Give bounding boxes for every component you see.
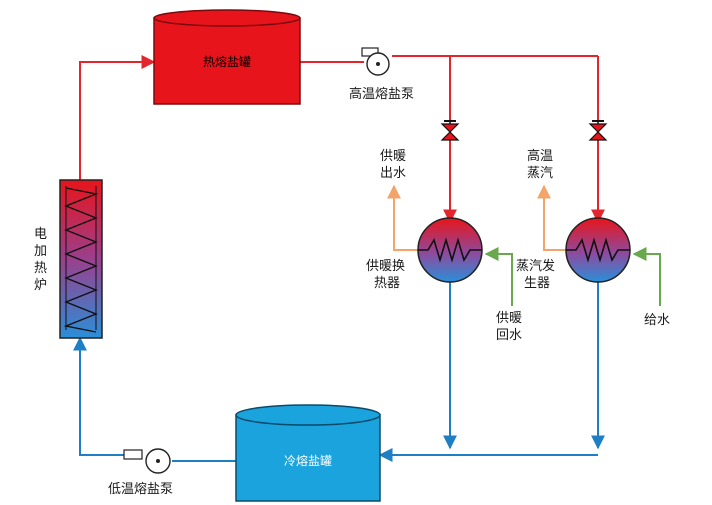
high-temp-pump (361, 47, 390, 76)
heating-branch-valve-icon (440, 120, 460, 141)
hot-salt-pipes (79, 55, 605, 224)
heater-label-line-3: 热 (34, 261, 47, 276)
return-water-pipes (484, 247, 661, 306)
hot-water-pipes (387, 184, 566, 251)
heating-heat-exchanger (417, 217, 483, 283)
steam-branch-valve-icon (588, 120, 608, 141)
cold-salt-tank: 冷熔盐罐 (235, 404, 381, 502)
feed-water-label: 给水 (644, 313, 670, 328)
high-temp-pump-label: 高温熔盐泵 (349, 86, 414, 102)
heater-label-line-1: 电 (34, 227, 47, 242)
steam-out-pipe (537, 184, 566, 251)
steam-generator-label-2: 生器 (524, 276, 550, 291)
heating-exchanger-coil-icon (418, 237, 482, 263)
heating-out-label-1: 供暖 (380, 149, 406, 164)
cold-salt-pipes (73, 278, 605, 462)
heating-return-label-1: 供暖 (496, 311, 522, 326)
heating-return-pipe (484, 247, 513, 306)
steam-generator (565, 217, 631, 283)
heating-exchanger-label: 供暖换 热器 (366, 259, 409, 291)
feed-water-pipe (632, 247, 661, 306)
heating-exchanger-label-2: 热器 (374, 276, 400, 291)
heating-return-label: 供暖 回水 (496, 311, 526, 343)
heater-label-line-2: 加 (34, 244, 47, 259)
heating-out-label-2: 出水 (380, 166, 406, 181)
cold-tank-label: 冷熔盐罐 (284, 453, 332, 468)
electric-heater-label: 电 加 热 炉 (34, 227, 51, 293)
steam-generator-label-1: 蒸汽发 (516, 258, 555, 274)
steam-out-label-1: 高温 (527, 148, 553, 164)
heating-out-pipe (387, 184, 418, 251)
steam-generator-label: 蒸汽发 生器 (516, 258, 559, 291)
heater-coil-icon (63, 187, 99, 333)
steam-out-label: 高温 蒸汽 (527, 148, 557, 181)
pump-to-heater-pipe (73, 336, 124, 456)
low-temp-pump-label: 低温熔盐泵 (108, 482, 173, 497)
heating-out-label: 供暖 出水 (380, 149, 410, 181)
heating-exchanger-label-1: 供暖换 (366, 259, 405, 274)
heater-to-hot-tank-pipe (79, 55, 156, 180)
hot-tank-label: 热熔盐罐 (203, 54, 251, 69)
hot-salt-tank: 热熔盐罐 (153, 9, 301, 105)
low-temp-pump (123, 448, 171, 474)
heater-label-line-4: 炉 (34, 278, 47, 293)
steam-out-label-2: 蒸汽 (527, 166, 553, 181)
heating-return-label-2: 回水 (496, 328, 522, 343)
high-temp-pump-impeller (376, 62, 380, 66)
steam-generator-coil-icon (566, 237, 630, 263)
low-temp-pump-impeller (156, 459, 160, 463)
electric-heater (59, 179, 103, 339)
